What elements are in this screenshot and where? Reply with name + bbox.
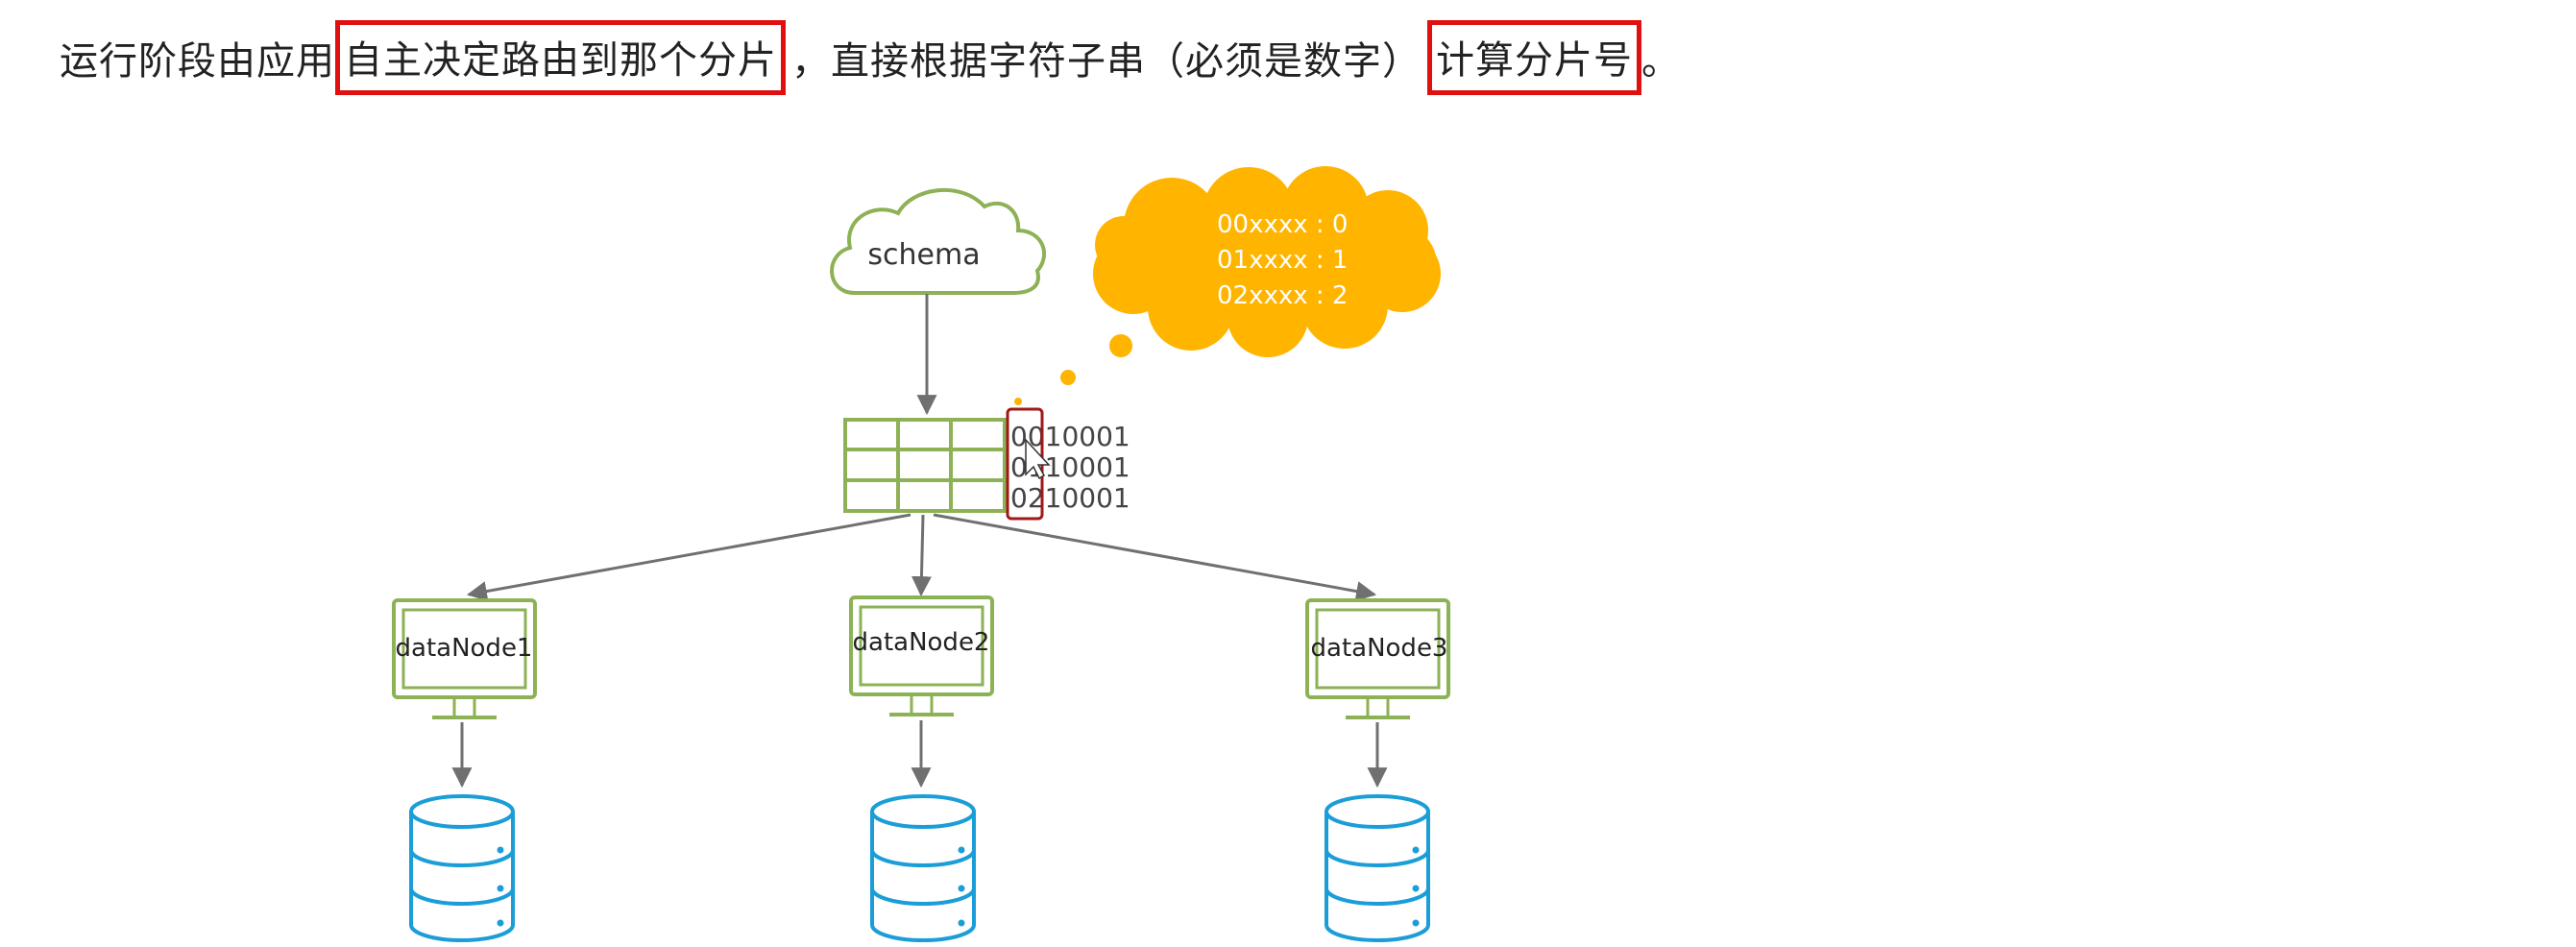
- thought-bubble-large: [1109, 334, 1132, 357]
- data-node-3-label: dataNode3: [1311, 634, 1448, 663]
- heading-period: 。: [1641, 39, 1681, 84]
- monitor-icon: [1305, 598, 1450, 699]
- thought-line-1: 00xxxx : 0: [1217, 210, 1348, 239]
- heading-highlight-route: 自主决定路由到那个分片: [335, 20, 786, 95]
- arrow-table-to-node3: [933, 513, 1377, 601]
- arrow-table-to-node2: [911, 514, 932, 597]
- thought-line-2: 01xxxx : 1: [1217, 246, 1348, 275]
- data-node-2: dataNode2: [849, 595, 994, 716]
- data-node-1-label: dataNode1: [396, 634, 533, 663]
- heading-text-1: 运行阶段由应用: [60, 39, 335, 84]
- heading-text-2: ，直接根据字符子串（必须是数字）: [791, 39, 1422, 84]
- database-icon-1: [409, 794, 515, 943]
- heading: 运行阶段由应用 自主决定路由到那个分片 ，直接根据字符子串（必须是数字） 计算分…: [60, 20, 1681, 95]
- heading-highlight-compute: 计算分片号: [1427, 20, 1641, 95]
- data-node-3: dataNode3: [1305, 598, 1450, 719]
- data-node-1: dataNode1: [392, 598, 537, 719]
- mouse-cursor-icon: [1025, 438, 1051, 480]
- database-icon-2: [870, 794, 976, 943]
- arrow-table-to-node1: [466, 513, 911, 601]
- database-icon-3: [1324, 794, 1430, 943]
- monitor-icon: [849, 595, 994, 696]
- monitor-icon: [392, 598, 537, 699]
- table-id-3: 0210001: [1010, 482, 1130, 514]
- thought-line-3: 02xxxx : 2: [1217, 281, 1348, 310]
- cloud-label: schema: [867, 238, 980, 272]
- thought-bubble-small: [1014, 398, 1022, 405]
- thought-cloud: 00xxxx : 0 01xxxx : 1 02xxxx : 2: [1014, 166, 1441, 405]
- data-node-2-label: dataNode2: [853, 628, 990, 657]
- table-icon: [843, 418, 1007, 513]
- thought-bubble-medium: [1060, 370, 1076, 385]
- schema-cloud: schema: [830, 187, 1047, 295]
- cloud-icon: [830, 187, 1047, 295]
